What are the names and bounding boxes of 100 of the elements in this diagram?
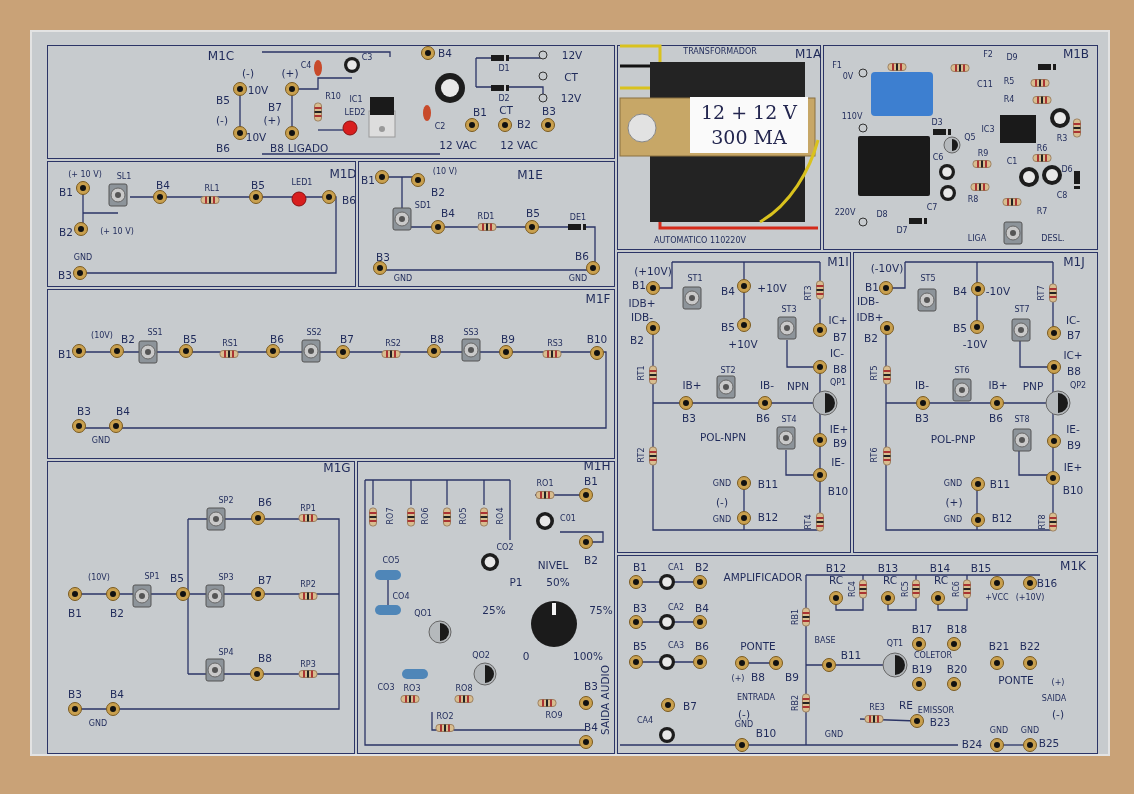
panel-label: B12 [825,562,847,574]
panel-label: (+10V) [634,265,672,277]
panel-label: B3 [633,602,647,614]
panel-label: (+) [1051,679,1065,687]
module-panel [823,45,1098,250]
panel-label: B2 [630,334,644,346]
panel-label: B3 [376,251,390,263]
module-title: M1I [827,255,849,269]
module-panel [47,161,356,287]
module-title: M1K [1060,559,1086,573]
panel-label: F1 [832,62,842,70]
panel-label: D7 [896,227,908,235]
panel-label: B9 [833,437,847,449]
panel-label: (10V) [91,332,113,340]
panel-label: B8 [1067,365,1081,377]
panel-label: IC- [829,347,845,359]
panel-label: RT3 [805,285,813,301]
panel-label: GND [1020,727,1040,735]
panel-label: RT5 [871,365,879,381]
panel-label: RE [899,699,913,711]
panel-label: 12V [560,92,582,104]
panel-label: B24 [961,738,983,750]
panel-label: CT [564,71,578,83]
panel-label: B21 [988,640,1010,652]
panel-label: B18 [946,623,968,635]
panel-label: B2 [121,333,135,345]
panel-label: R10 [325,93,341,101]
panel-label: B22 [1019,640,1041,652]
panel-label: B15 [970,562,992,574]
module-panel [47,45,615,159]
panel-label: B8 [430,333,444,345]
panel-label: CA4 [636,717,654,725]
panel-label: B11 [840,649,862,661]
panel-label: B4 [110,688,124,700]
panel-label: B4 [584,721,598,733]
panel-label: AUTOMATICO 110220V [654,237,746,245]
panel-label: 0V [842,73,854,81]
panel-label: (10V) [88,574,110,582]
panel-label: B7 [833,331,847,343]
panel-label: AMPLIFICADOR [723,571,803,583]
panel-label: 12 VAC [500,139,538,151]
panel-label: RP3 [300,661,316,669]
panel-label: (+ 10 V) [100,228,134,236]
panel-label: (-) [242,67,254,79]
panel-label: RT4 [805,514,813,530]
panel-label: B9 [501,333,515,345]
panel-label: F2 [983,51,993,59]
panel-label: B20 [946,663,968,675]
panel-label: IE- [831,456,845,468]
panel-label: B7 [268,101,282,113]
panel-label: RO5 [460,507,468,525]
module-panel [47,461,355,754]
panel-label: B3 [542,105,556,117]
panel-label: B3 [584,680,598,692]
panel-label: C4 [300,62,312,70]
panel-label: B2 [695,561,709,573]
panel-label: QT1 [886,640,904,648]
panel-label: (+) [731,675,745,683]
panel-label: B6 [695,640,709,652]
panel-label: IE- [1066,423,1080,435]
panel-label: GND [393,275,413,283]
panel-label: +VCC [985,594,1009,602]
panel-label: B10 [755,727,777,739]
panel-label: SL1 [116,173,132,181]
panel-label: RO2 [436,713,454,721]
panel-label: B4 [156,179,170,191]
panel-label: B13 [877,562,899,574]
panel-label: B23 [929,716,951,728]
module-title: M1C [207,49,235,63]
panel-label: QP1 [829,379,847,387]
panel-label: B5 [216,94,230,106]
panel-label: B2 [864,332,878,344]
panel-label: 12 VAC [439,139,477,151]
panel-label: IC1 [349,96,363,104]
panel-label: CO3 [377,684,395,692]
panel-label: PONTE [998,674,1034,686]
panel-label: R3 [1056,135,1068,143]
module-panel [853,252,1098,553]
panel-label: B3 [68,688,82,700]
panel-label: B3 [682,412,696,424]
panel-label: ENTRADA [736,694,776,702]
panel-label: C8 [1056,192,1068,200]
panel-label: ST1 [687,275,703,283]
panel-label: +10V [757,282,787,294]
panel-label: (-) [716,496,728,508]
panel-label: B1 [68,607,82,619]
panel-label: IC+ [828,314,848,326]
panel-label: B1 [473,106,487,118]
panel-label: COLETOR [913,652,953,660]
panel-label: IDB- [856,295,880,307]
panel-label: SP2 [218,497,234,505]
panel-label: B4 [438,47,452,59]
panel-label: R7 [1036,208,1048,216]
panel-label: RB1 [792,608,800,626]
module-panel [358,161,615,287]
panel-label: R5 [1003,78,1015,86]
panel-label: C2 [434,123,446,131]
panel-label: B1 [865,281,879,293]
panel-label: CA1 [667,564,685,572]
panel-label: IB- [914,379,930,391]
